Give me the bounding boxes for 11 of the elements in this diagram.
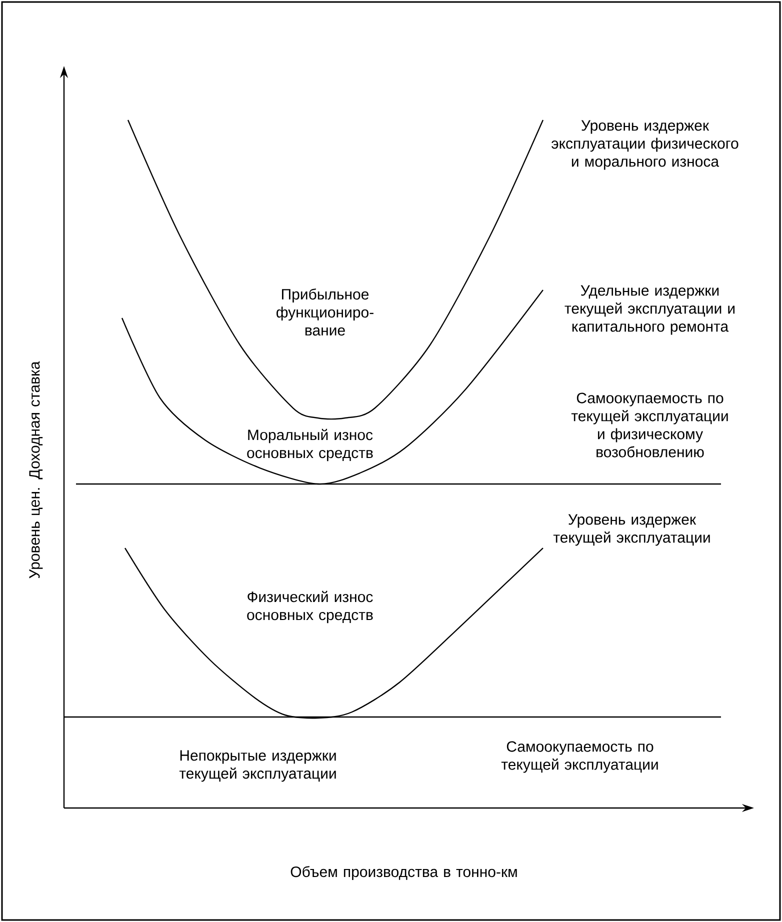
line-label: Самоокупаемость по текущей эксплуатации bbox=[501, 741, 658, 773]
line-label: Уровень издержек текущей эксплуатации bbox=[553, 514, 710, 546]
curve-label: Удельные издержки текущей эксплуатации и капитального ремонта bbox=[564, 285, 734, 335]
curve-label: Самоокупаемость по текущей эксплуатации и физическому возобновлению bbox=[571, 392, 728, 458]
region-label: Моральный износ основных средств bbox=[247, 428, 373, 462]
region-label: Физический износ основных средств bbox=[247, 590, 373, 624]
region-label: Непокрытые издержки текущей эксплуатации bbox=[179, 750, 336, 782]
axis-label: Объем производства в тонно-км bbox=[290, 866, 517, 880]
axis-label: Уровень цен. Доходная ставка bbox=[29, 361, 43, 578]
region-label: Прибыльное функциониро- вание bbox=[276, 288, 374, 336]
curve-label: Уровень издержек эксплуатации физического и морального износа bbox=[552, 120, 738, 170]
